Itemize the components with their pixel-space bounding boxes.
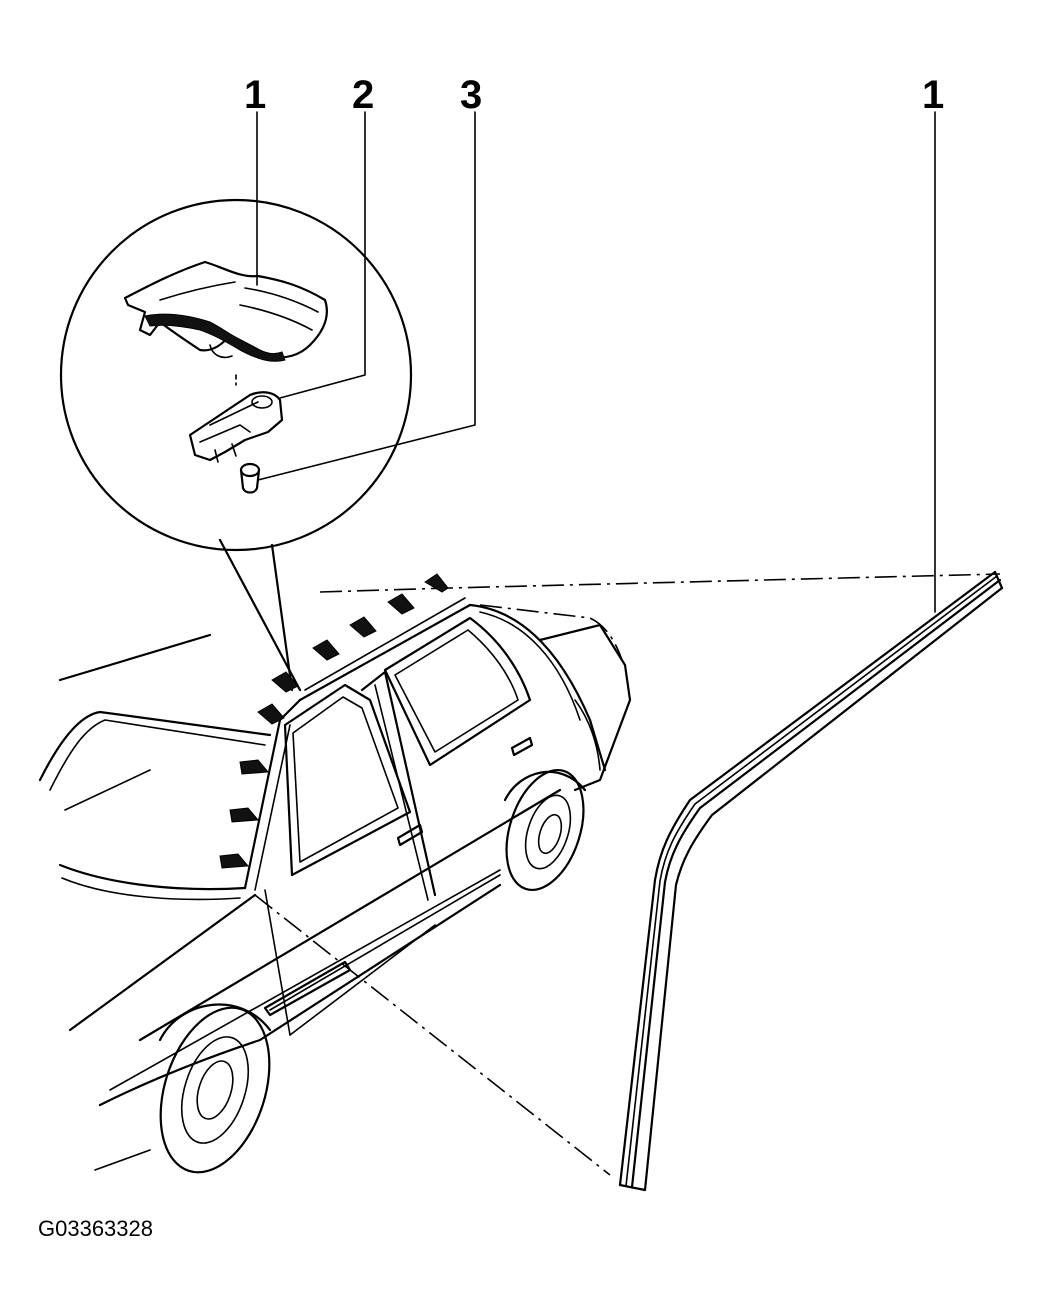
roof-molding-part [618,570,1004,1192]
stud-detail [239,462,261,494]
callout-number-2: 2 [352,73,374,117]
projection-lines [254,573,1001,1176]
clip-position-arrows [219,573,449,869]
callout-number-3: 3 [460,73,482,117]
detail-circle [59,198,413,692]
retaining-clip-detail [188,391,284,463]
car-body [38,597,632,1174]
figure-id: G03363328 [38,1216,153,1241]
callout-number-1-right: 1 [922,73,944,117]
callout-number-1-left: 1 [244,73,266,117]
leader-lines [256,111,936,613]
molding-section-detail [123,260,328,386]
